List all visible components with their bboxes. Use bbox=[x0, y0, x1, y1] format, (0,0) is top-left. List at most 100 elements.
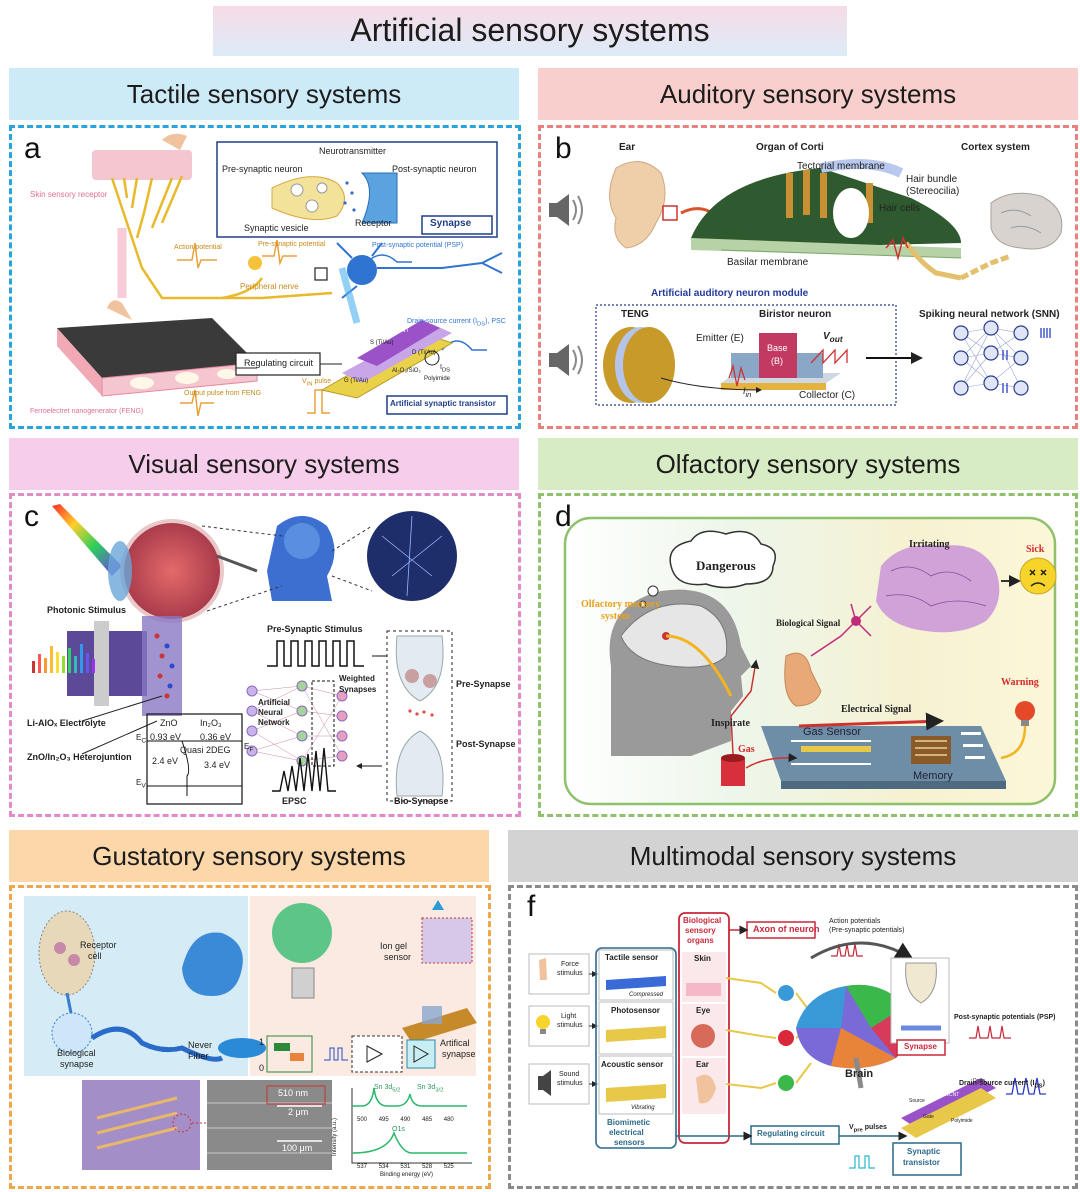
post-synapse-label: Post-Synapse bbox=[456, 739, 516, 749]
oxide-label: Al₂O₃/SiO₂ bbox=[392, 368, 421, 374]
vout-label: Vout bbox=[823, 331, 843, 344]
tactile-header-text: Tactile sensory systems bbox=[126, 79, 402, 109]
pre-stimulus-pulses bbox=[267, 640, 364, 667]
inspirate-label: Inspirate bbox=[711, 718, 750, 729]
warning-label: Warning bbox=[1001, 677, 1039, 688]
drain-label-f: Drain-source current (IDS) bbox=[959, 1080, 1045, 1089]
head-brain-icon-e bbox=[182, 932, 243, 996]
photosensor-label: Photosensor bbox=[611, 1006, 660, 1015]
ef-sub: F bbox=[249, 746, 254, 754]
nm510-label: 510 nm bbox=[278, 1088, 309, 1098]
visual-panel: c bbox=[9, 493, 521, 817]
ann-network bbox=[246, 680, 348, 767]
module-label: Artificial auditory neuron module bbox=[651, 288, 809, 299]
tick-top-4: 480 bbox=[443, 1117, 454, 1123]
neural-network-photo bbox=[367, 511, 457, 601]
o1s-label: O1s bbox=[392, 1126, 405, 1133]
light-label: Light bbox=[561, 1013, 577, 1020]
iin-label: Iin bbox=[743, 386, 751, 399]
axon-label: Axon of neuron bbox=[753, 924, 820, 934]
pre-stim-label: Pre-Synaptic Stimulus bbox=[267, 624, 363, 634]
electrical-signal-arrow bbox=[798, 712, 944, 731]
brain-label: Brain bbox=[845, 1068, 874, 1080]
polyimide-label: Polyimide bbox=[424, 376, 451, 382]
organ-label: Organ of Corti bbox=[756, 142, 824, 153]
electrolyte-label: Li-AlOₓ Electrolyte bbox=[27, 718, 106, 728]
thought-cloud bbox=[669, 530, 776, 589]
sn1-text: Sn 3d bbox=[374, 1084, 393, 1091]
ion-gel-label-1: Ion gel bbox=[380, 941, 408, 951]
ear-icon bbox=[609, 161, 666, 249]
binding-label: Binding energy (eV) bbox=[380, 1172, 434, 1178]
auditory-panel: b bbox=[538, 125, 1078, 429]
multimodal-header-text: Multimodal sensory systems bbox=[629, 841, 957, 871]
iin-sub: in bbox=[745, 389, 752, 399]
photonic-label: Photonic Stimulus bbox=[47, 605, 127, 615]
quasi-label: Quasi 2DEG bbox=[180, 745, 231, 755]
ef-label: EF bbox=[244, 742, 253, 754]
s-layer-label: S (Ti/Au) bbox=[370, 340, 394, 346]
snn-label: Spiking neural network (SNN) bbox=[919, 309, 1060, 320]
olfactory-illustration bbox=[563, 516, 1057, 806]
ec-text: E bbox=[136, 733, 142, 742]
biristor-label: Biristor neuron bbox=[759, 309, 832, 320]
pre-neuron-label: Pre-synaptic neuron bbox=[222, 164, 303, 174]
synapse-label: Synapse bbox=[430, 218, 472, 229]
never-label-1: Never bbox=[188, 1040, 213, 1050]
hand-icon bbox=[107, 300, 132, 320]
biomimetic-label-3: sensors bbox=[614, 1138, 645, 1147]
bio-signal-label: Biological Signal bbox=[776, 618, 841, 628]
sn1-label: Sn 3d5/2 bbox=[374, 1084, 400, 1093]
gustatory-illustration bbox=[24, 896, 477, 1170]
collector-label: Collector (C) bbox=[799, 390, 856, 401]
compressed-label: Compressed bbox=[629, 992, 664, 998]
vin-sub: IN bbox=[306, 381, 313, 388]
neuron-green bbox=[778, 1075, 794, 1091]
bio-org-label-3: organs bbox=[687, 936, 714, 945]
ast-label: Artificial synaptic transistor bbox=[390, 399, 496, 408]
vpre-sub: pre bbox=[853, 1127, 863, 1134]
binary-plot bbox=[266, 1035, 313, 1073]
gustatory-panel: e Receptor bbox=[9, 885, 491, 1189]
pre-potential-label: Pre-synaptic potential bbox=[258, 241, 326, 248]
hand-icon-f bbox=[539, 958, 547, 980]
tick-top-0: 500 bbox=[357, 1117, 368, 1123]
emitter-label: Emitter (E) bbox=[696, 333, 744, 344]
syn-tr-label-1: Synaptic bbox=[907, 1147, 941, 1156]
visual-header: Visual sensory systems bbox=[9, 438, 519, 490]
eye-label: Eye bbox=[696, 1006, 711, 1015]
force-label: Force bbox=[561, 961, 579, 968]
drain-source-end: ), PSC bbox=[485, 318, 506, 325]
auditory-illustration bbox=[549, 159, 1063, 406]
artificial-synapse-device bbox=[402, 1008, 477, 1043]
olfactory-header-text: Olfactory sensory systems bbox=[655, 449, 961, 479]
hetero-label: ZnO/In₂O₃ Heterojuntion bbox=[27, 752, 132, 762]
tick-bottom-1: 534 bbox=[378, 1164, 389, 1170]
zno-label: ZnO bbox=[160, 718, 178, 728]
receptor-label: Receptor bbox=[355, 218, 392, 228]
ann-label-2: Neural bbox=[258, 708, 283, 717]
vesicle-label: Synaptic vesicle bbox=[244, 223, 309, 233]
title-banner bbox=[213, 6, 847, 56]
ann-label-1: Artificial bbox=[258, 698, 291, 707]
vibrating-label: Vibrating bbox=[631, 1105, 655, 1111]
band-diagram-box bbox=[146, 713, 243, 805]
acoustic-label: Acoustic sensor bbox=[601, 1060, 664, 1069]
sound-stim-label: stimulus bbox=[557, 1080, 583, 1087]
post-synaptic-terminal bbox=[360, 172, 398, 224]
multimodal-panel: f bbox=[508, 885, 1078, 1189]
swcnt-label-f: SWCNT bbox=[941, 1092, 960, 1098]
pre-synapse-label: Pre-Synapse bbox=[456, 679, 511, 689]
um100-label: 100 μm bbox=[282, 1143, 313, 1153]
synapse-box-f bbox=[896, 1039, 946, 1056]
drain-source-text: Drain-source current (I bbox=[407, 318, 478, 325]
visual-header-text: Visual sensory systems bbox=[128, 449, 400, 479]
g-layer-label: G (Ti/Au) bbox=[344, 378, 369, 384]
source-label-f: Source bbox=[909, 1098, 925, 1104]
speaker-icon-top bbox=[549, 194, 569, 226]
multimodal-illustration bbox=[528, 912, 1046, 1176]
auditory-header-text: Auditory sensory systems bbox=[659, 79, 957, 109]
intensity-label: Intensity (a.u.) bbox=[332, 1117, 338, 1156]
gas-label: Gas bbox=[738, 744, 755, 755]
tactile-header: Tactile sensory systems bbox=[9, 68, 519, 120]
